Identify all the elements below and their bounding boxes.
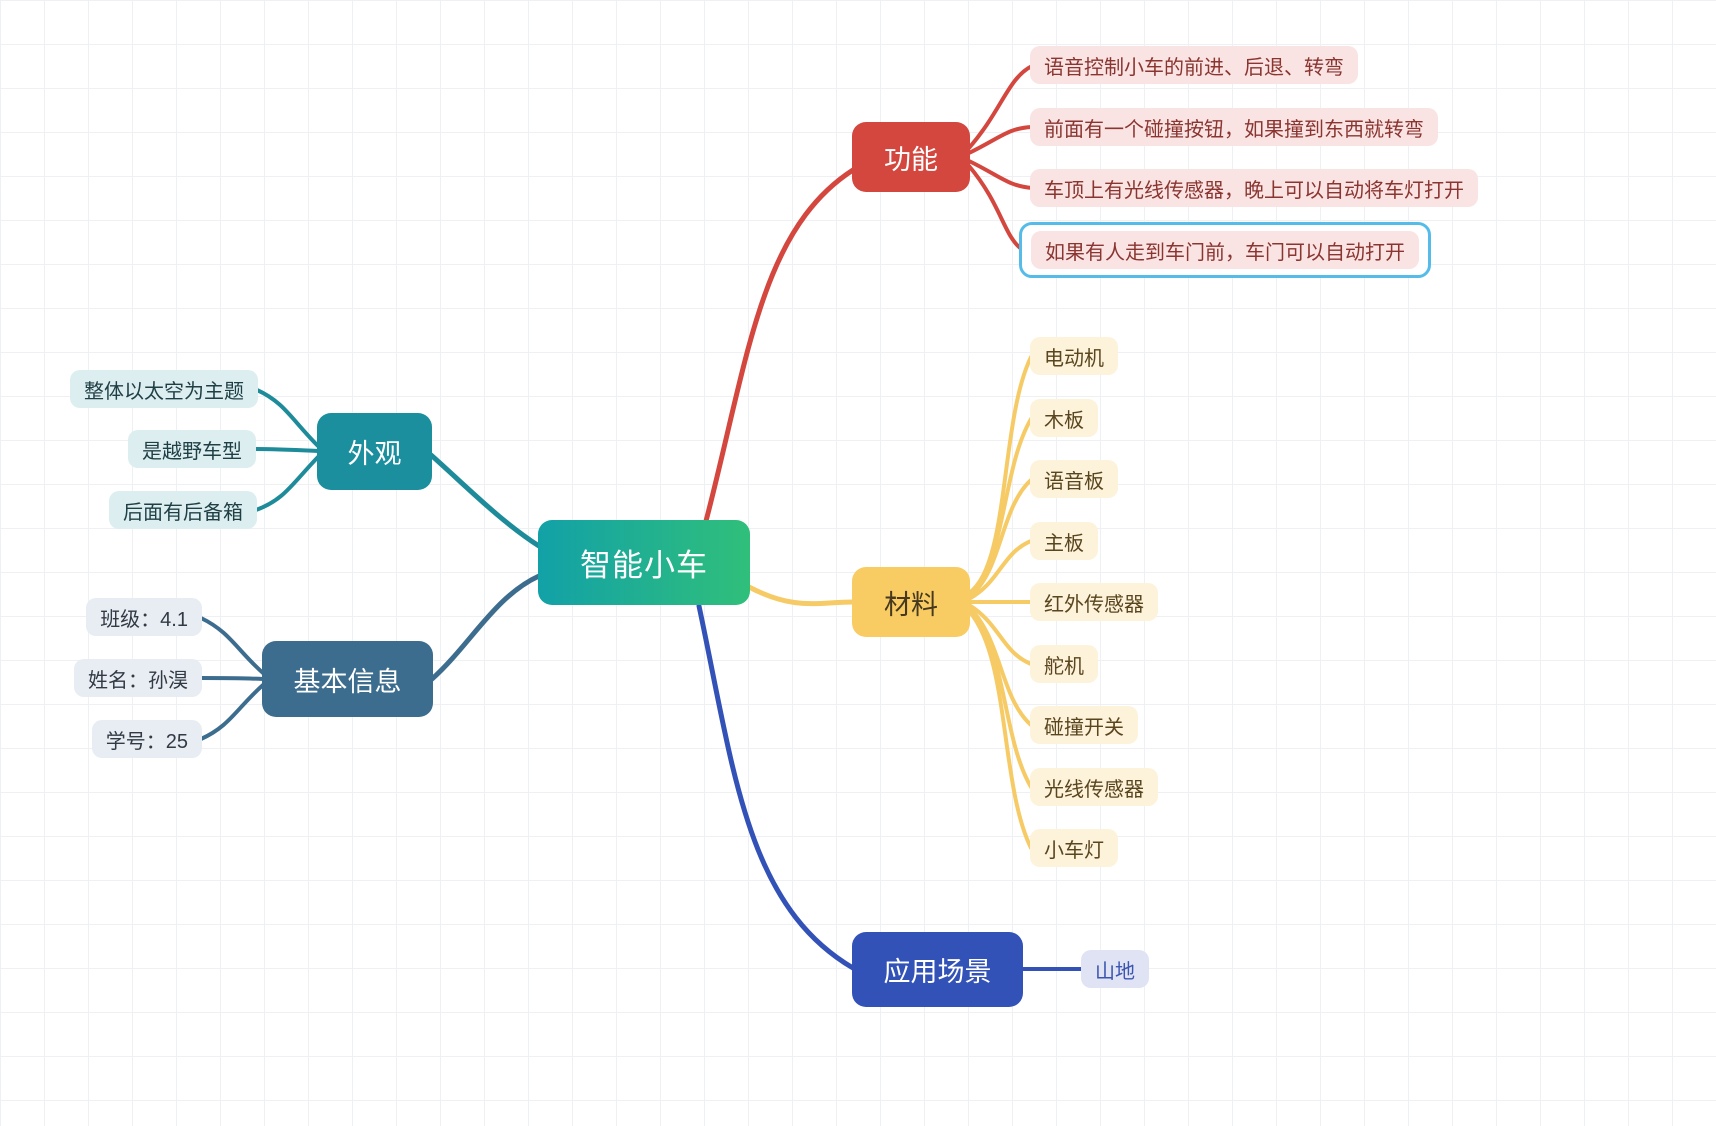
leaf-info-student-id[interactable]: 学号：25 — [91, 720, 202, 758]
connector-feature-3 — [967, 159, 1034, 190]
leaf-info-class[interactable]: 班级：4.1 — [86, 598, 202, 636]
connector-basicinfo-1 — [199, 616, 265, 675]
connector-feature-1 — [967, 64, 1034, 150]
branch-appearance[interactable]: 外观 — [317, 413, 432, 490]
connector-appearance-2 — [253, 447, 320, 453]
leaf-material-bump-switch[interactable]: 碰撞开关 — [1030, 706, 1138, 744]
connector-appearance-3 — [254, 455, 320, 512]
selected-leaf-wrapper: 如果有人走到车门前，车门可以自动打开 — [1019, 222, 1431, 278]
leaf-appearance-space-theme[interactable]: 整体以太空为主题 — [70, 370, 258, 408]
leaf-appearance-trunk[interactable]: 后面有后备箱 — [109, 491, 257, 529]
leaf-appearance-offroad[interactable]: 是越野车型 — [128, 430, 256, 468]
connector-appearance-1 — [255, 388, 320, 448]
leaf-feature-voice[interactable]: 语音控制小车的前进、后退、转弯 — [1030, 46, 1358, 84]
connector-material-6 — [967, 603, 1033, 666]
leaf-material-light-sensor[interactable]: 光线传感器 — [1030, 768, 1158, 806]
connector-root-features — [703, 167, 856, 524]
leaf-feature-light-sensor[interactable]: 车顶上有光线传感器，晚上可以自动将车灯打开 — [1030, 169, 1478, 207]
leaf-feature-auto-door[interactable]: 如果有人走到车门前，车门可以自动打开 — [1031, 231, 1419, 269]
leaf-feature-bump-button[interactable]: 前面有一个碰撞按钮，如果撞到东西就转弯 — [1030, 108, 1438, 146]
connector-basicinfo-3 — [199, 683, 265, 741]
connector-root-scenarios — [696, 603, 856, 971]
connector-material-9 — [967, 609, 1033, 850]
branch-scenarios[interactable]: 应用场景 — [852, 932, 1023, 1007]
leaf-material-servo[interactable]: 舵机 — [1030, 645, 1098, 683]
connector-root-materials — [746, 584, 856, 607]
branch-basic-info[interactable]: 基本信息 — [262, 641, 433, 717]
branch-features[interactable]: 功能 — [852, 122, 970, 192]
root-node[interactable]: 智能小车 — [538, 520, 750, 605]
leaf-info-name[interactable]: 姓名：孙淏 — [74, 659, 202, 697]
connector-material-2 — [967, 417, 1033, 597]
leaf-material-car-light[interactable]: 小车灯 — [1030, 829, 1118, 867]
connector-material-3 — [967, 478, 1033, 599]
leaf-material-wood[interactable]: 木板 — [1030, 399, 1098, 437]
leaf-material-mainboard[interactable]: 主板 — [1030, 522, 1098, 560]
connector-material-8 — [967, 607, 1033, 789]
leaf-material-motor[interactable]: 电动机 — [1030, 337, 1118, 375]
connector-root-basicinfo — [429, 573, 542, 682]
connector-basicinfo-2 — [199, 676, 265, 681]
leaf-material-voice-board[interactable]: 语音板 — [1030, 460, 1118, 498]
connector-material-4 — [967, 539, 1033, 601]
connector-feature-4 — [967, 164, 1025, 252]
leaf-scenario-mountain[interactable]: 山地 — [1081, 950, 1149, 988]
leaf-material-ir-sensor[interactable]: 红外传感器 — [1030, 583, 1158, 621]
connector-root-appearance — [428, 452, 542, 549]
connector-material-1 — [967, 355, 1033, 595]
branch-materials[interactable]: 材料 — [852, 567, 970, 637]
connector-feature-2 — [967, 125, 1034, 155]
